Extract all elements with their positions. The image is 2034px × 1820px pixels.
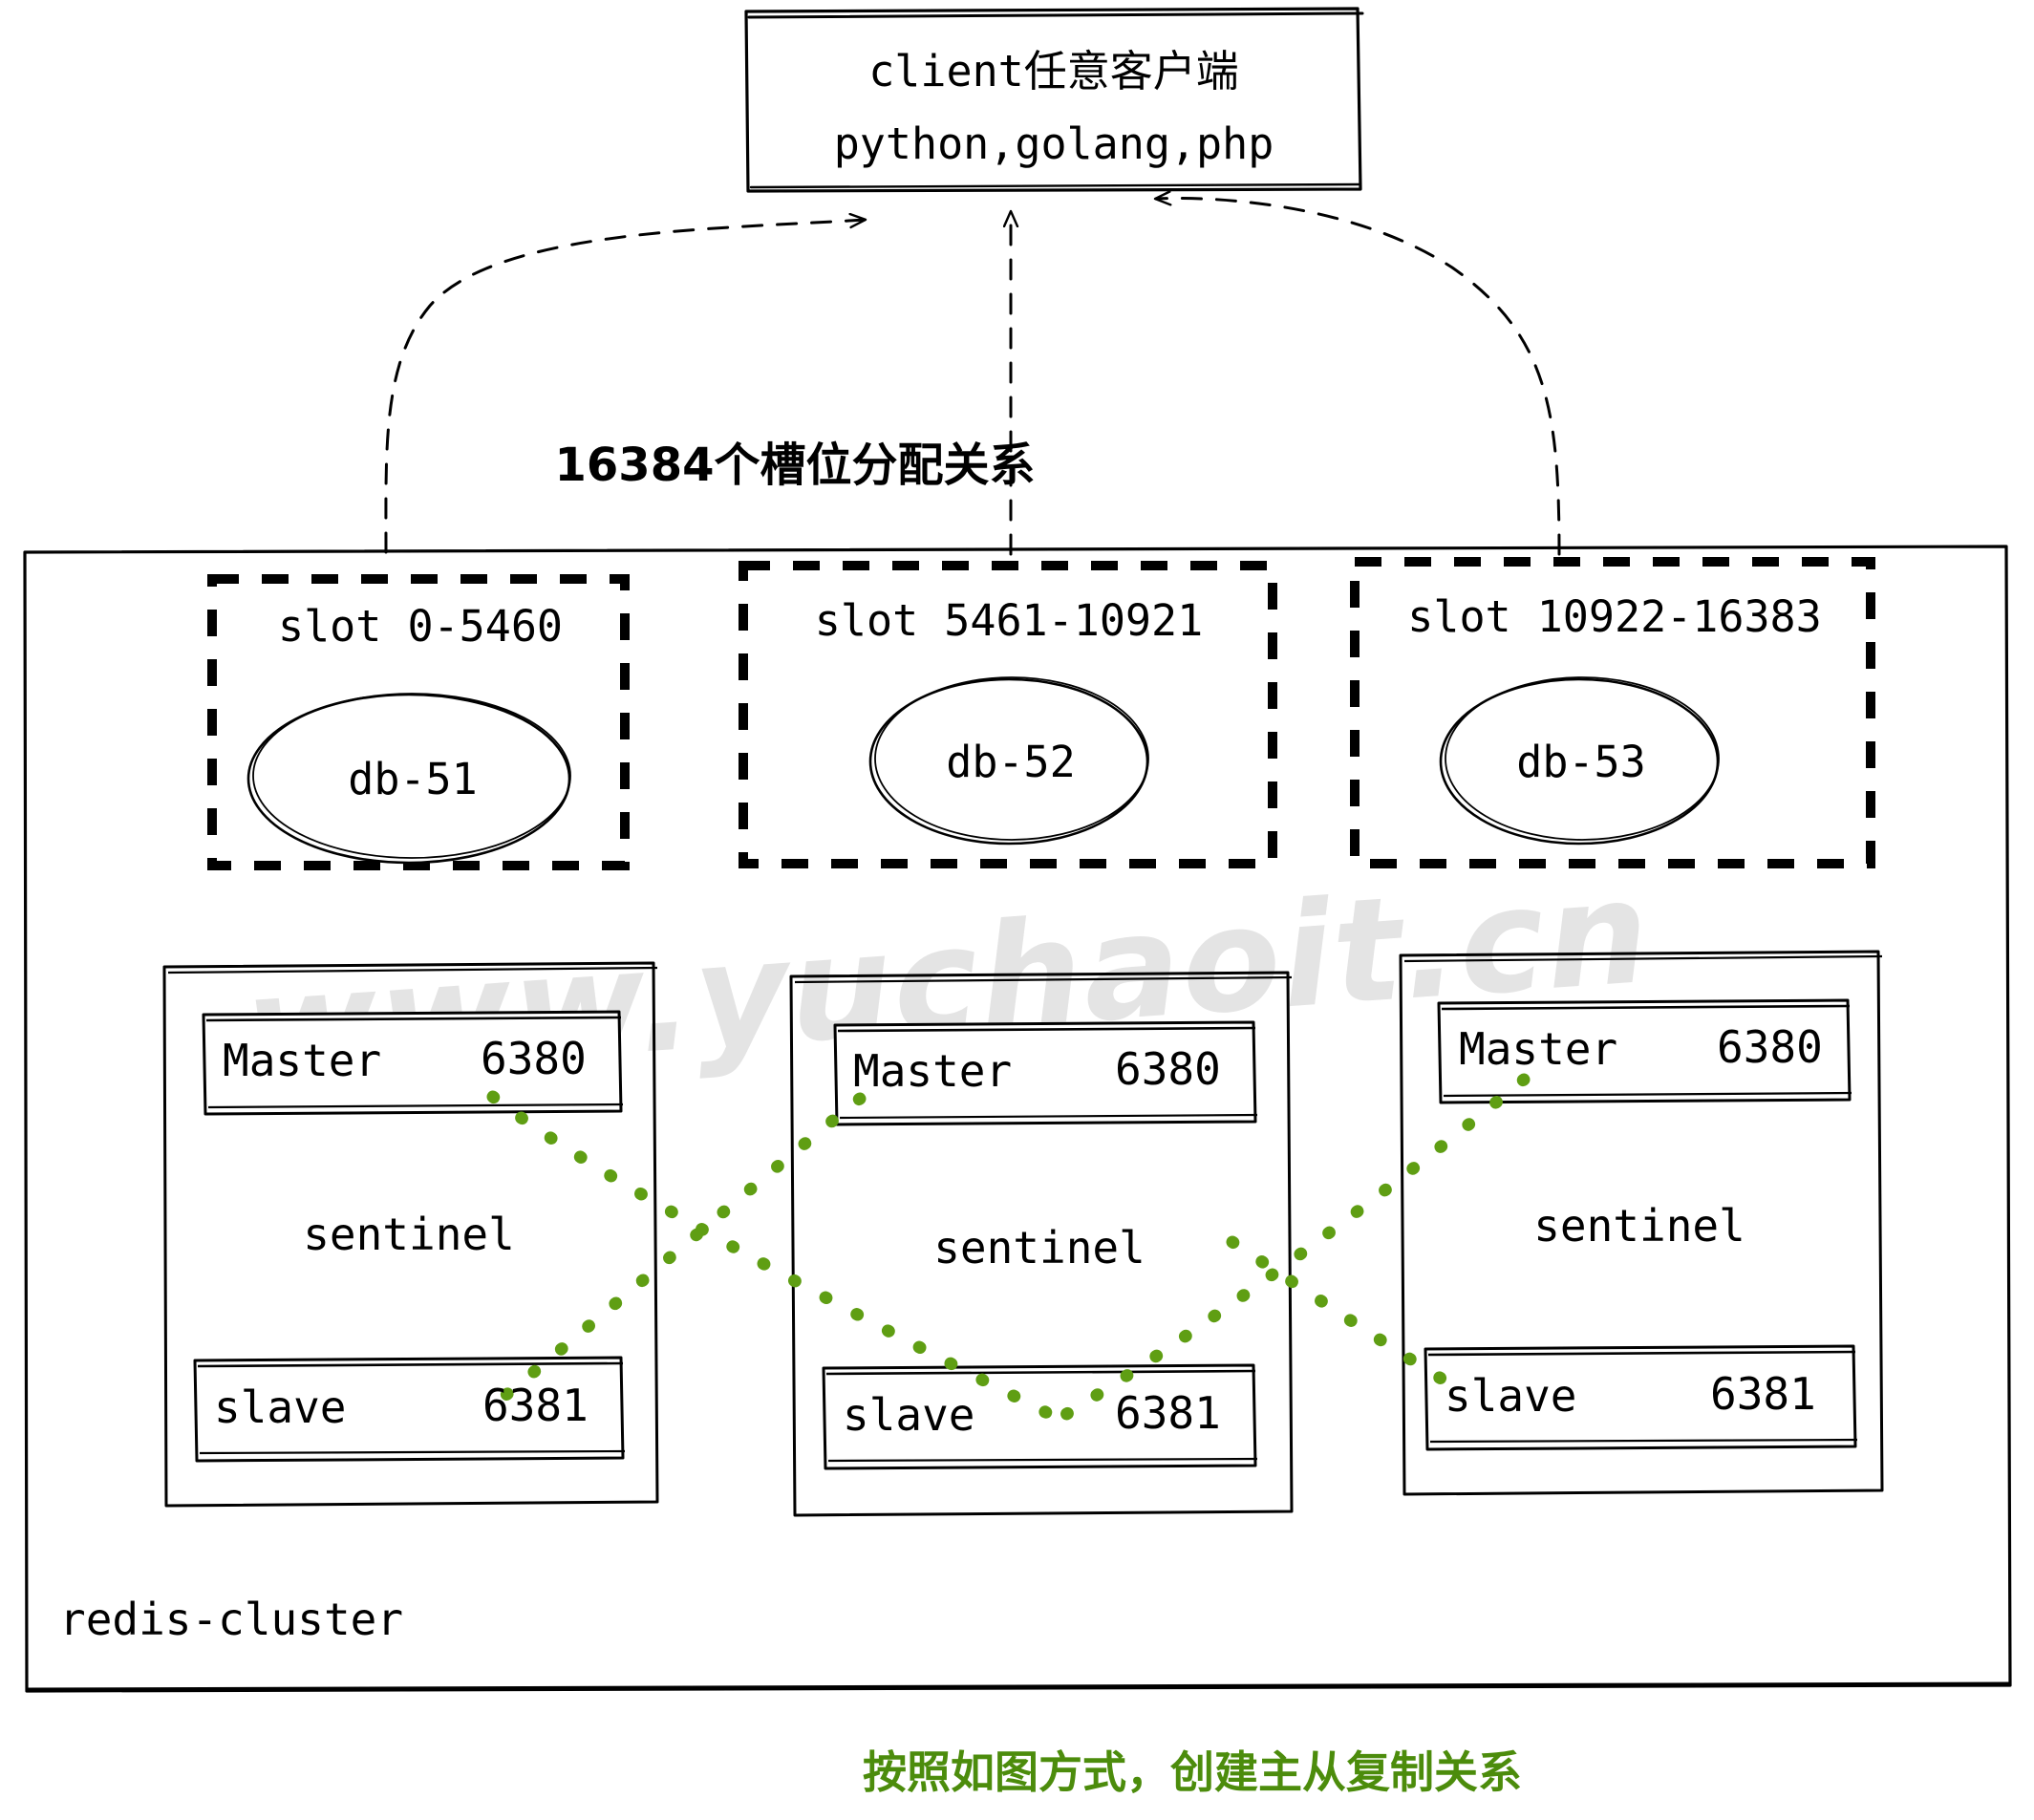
cluster-bottom-rule: [26, 1681, 2011, 1691]
slot-label-2: slot 5461-10921: [814, 595, 1204, 646]
db-ellipse-2: [868, 676, 1149, 846]
db-label-2: db-52: [946, 737, 1076, 787]
slave-role-2: slave: [843, 1389, 975, 1441]
master-box-2: [833, 1020, 1258, 1126]
client-title-line2: python,golang,php: [833, 118, 1274, 169]
slave-box-3: [1424, 1344, 1858, 1451]
node-box-1: [162, 961, 659, 1508]
db-label-1: db-51: [348, 754, 478, 804]
replication-links: [486, 1073, 1531, 1430]
db-label-3: db-53: [1516, 737, 1646, 787]
slot-box-2: [739, 561, 1277, 868]
cluster-label: redis-cluster: [59, 1594, 404, 1645]
replication-link-m1-s2: [486, 1090, 1075, 1430]
master-port-1: 6380: [481, 1033, 587, 1084]
cluster-box: [23, 545, 2012, 1693]
sentinel-label-2: sentinel: [933, 1222, 1145, 1274]
slave-port-2: 6381: [1115, 1387, 1221, 1439]
slot-label-3: slot 10922-16383: [1407, 591, 1822, 642]
db-ellipse-1: [246, 693, 571, 865]
master-role-2: Master: [853, 1045, 1013, 1097]
slave-port-3: 6381: [1710, 1368, 1816, 1420]
slave-box-1: [193, 1356, 626, 1463]
sentinel-label-1: sentinel: [303, 1209, 515, 1260]
slave-port-1: 6381: [482, 1380, 589, 1431]
slots-note-label: 16384个槽位分配关系: [554, 439, 1036, 492]
client-title-line1: client任意客户端: [868, 46, 1239, 96]
slave-box-2: [822, 1363, 1258, 1470]
slot-box-1: [207, 574, 630, 870]
slot-box-3: [1350, 557, 1875, 868]
slot-to-client-arrows: [384, 199, 1561, 556]
node-box-3: [1399, 950, 1884, 1496]
sentinel-label-3: sentinel: [1533, 1200, 1745, 1252]
master-role-1: Master: [223, 1035, 382, 1086]
slave-role-1: slave: [214, 1381, 347, 1433]
slot-label-1: slot 0-5460: [277, 601, 564, 652]
node-box-2: [789, 971, 1294, 1517]
master-box-3: [1437, 998, 1852, 1104]
master-box-1: [202, 1010, 624, 1116]
bottom-caption: 按照如图方式，创建主从复制关系: [863, 1746, 1522, 1798]
master-port-2: 6380: [1115, 1043, 1221, 1095]
master-port-3: 6380: [1717, 1021, 1823, 1073]
replication-link-m-s3: [1226, 1235, 1459, 1392]
master-role-3: Master: [1459, 1023, 1618, 1075]
db-ellipse-3: [1439, 676, 1720, 846]
slave-role-3: slave: [1445, 1370, 1577, 1422]
client-box: [744, 7, 1364, 193]
